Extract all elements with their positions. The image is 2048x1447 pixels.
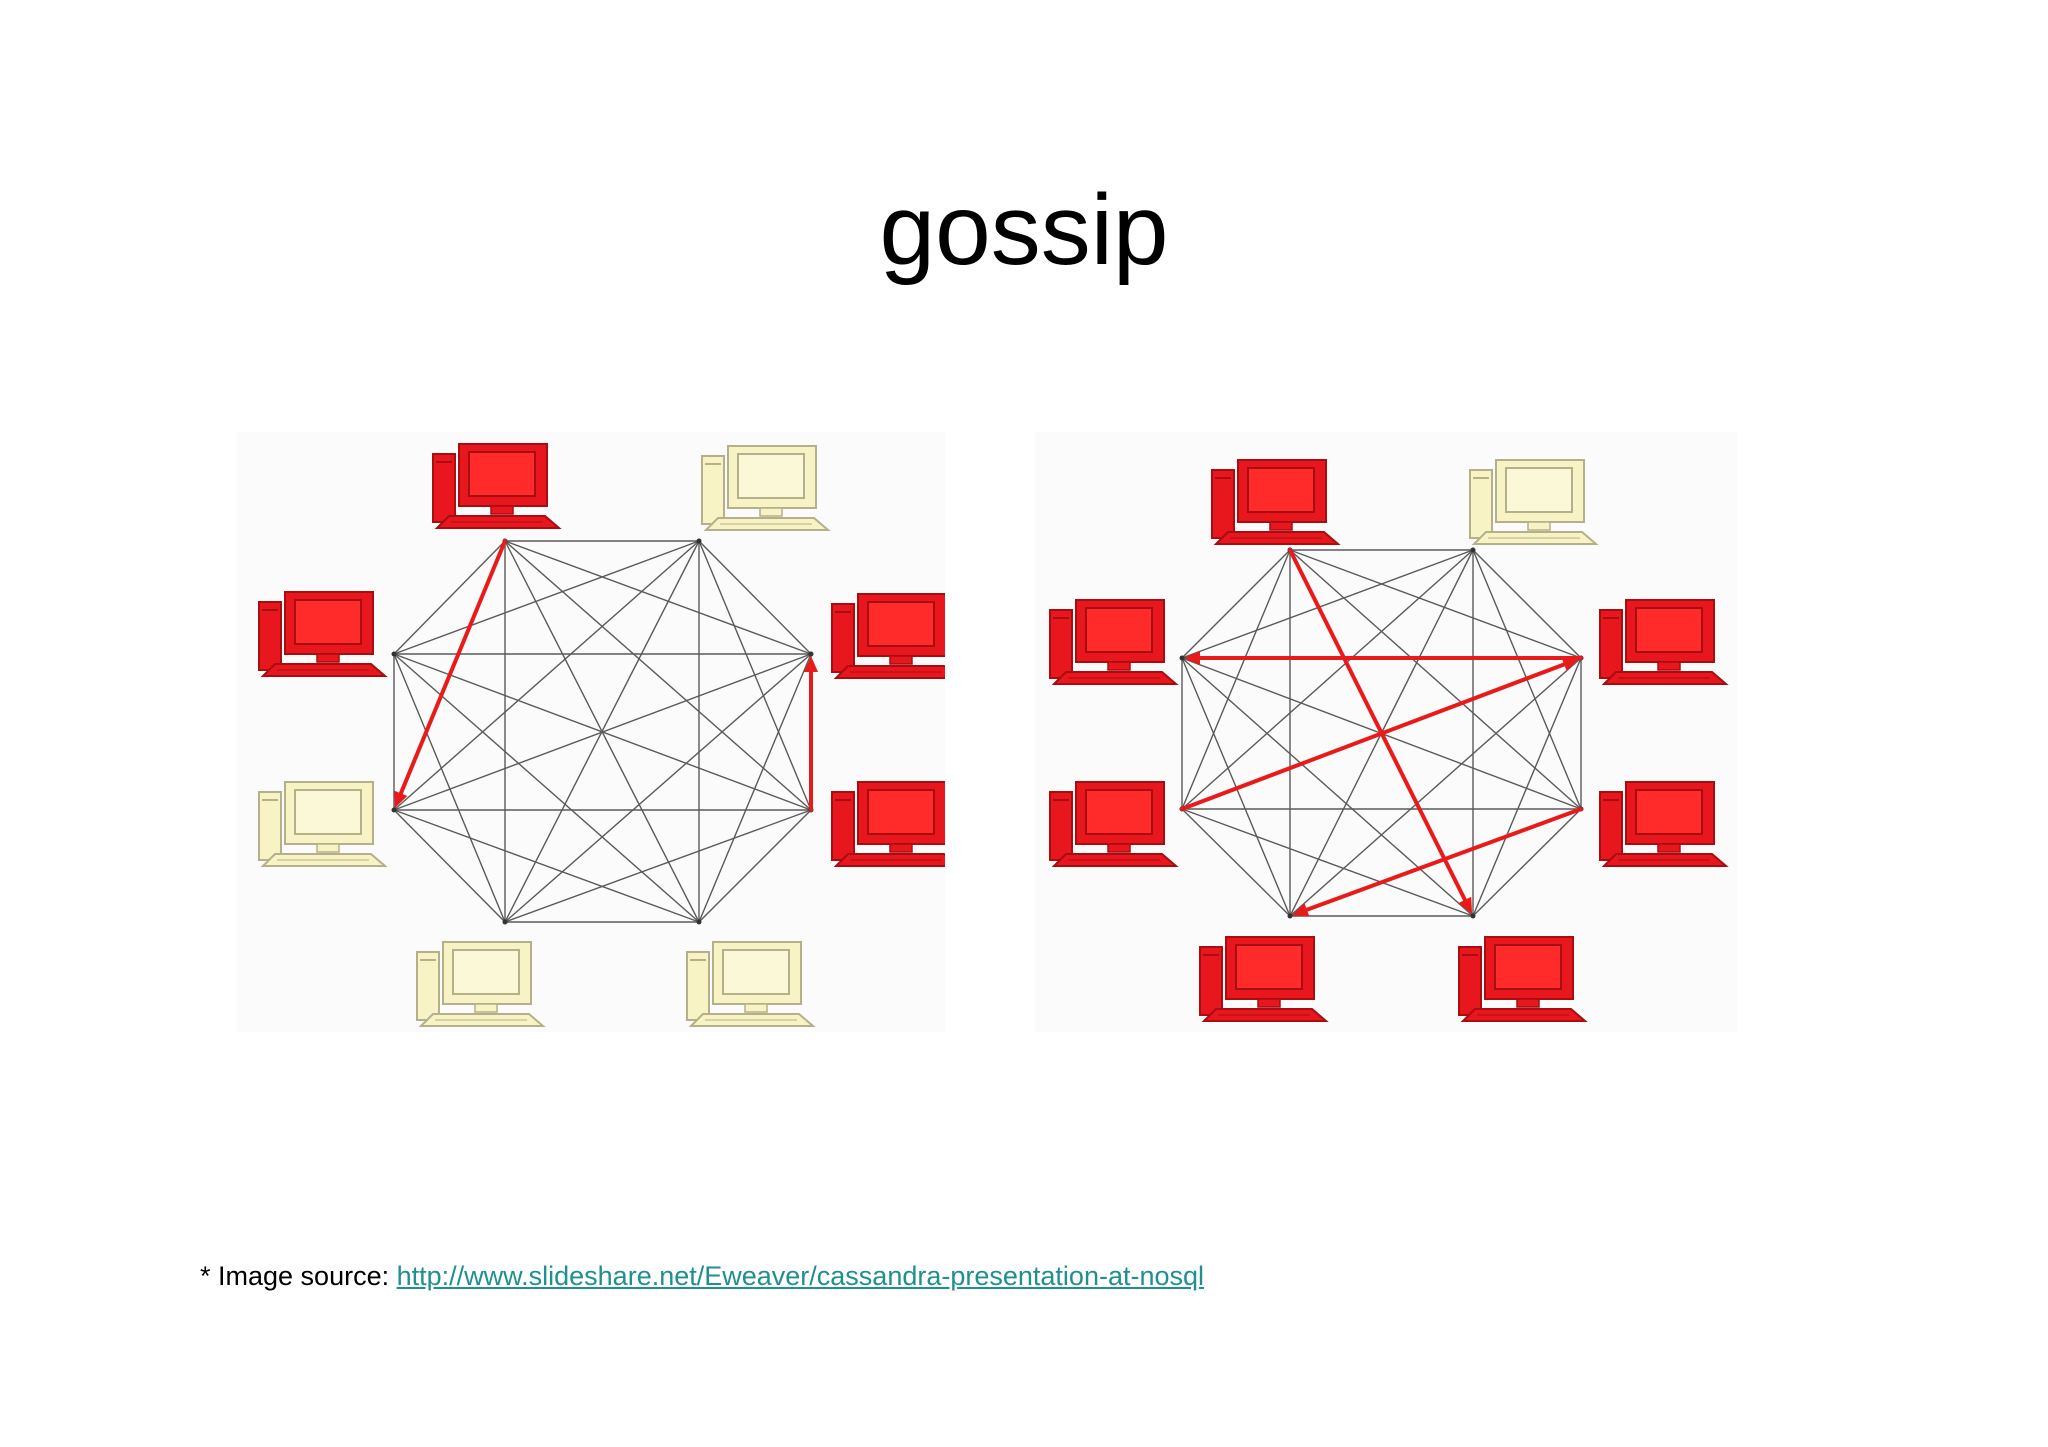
mesh-edge — [504, 540, 812, 655]
gossip-diagram-right — [1035, 432, 1737, 1032]
mesh-edge — [393, 809, 700, 923]
desktop-computer-icon-left-left-lower — [258, 591, 388, 677]
mesh-vertex — [502, 919, 508, 925]
gossip-arrow — [1301, 807, 1583, 914]
mesh-edge — [1181, 549, 1291, 659]
slide-title: gossip — [879, 174, 1169, 286]
mesh-edge — [393, 540, 506, 655]
mesh-edge — [1181, 549, 1474, 810]
gossip-arrow-head — [1458, 896, 1473, 915]
mesh-edge — [393, 653, 812, 811]
gossip-arrows-right — [1180, 548, 1583, 917]
mesh-edge — [393, 540, 700, 811]
gossip-arrow-head — [1184, 651, 1200, 665]
mesh-edge — [393, 540, 700, 655]
desktop-computer-icon-right-bottom-right — [1458, 936, 1588, 1022]
mesh-edge — [1472, 549, 1582, 659]
mesh-vertex — [1179, 655, 1185, 661]
desktop-computer-icon-right-top-left — [1211, 459, 1341, 545]
mesh-edges-left — [391, 538, 814, 925]
desktop-computer-icon-left-top-right — [701, 445, 831, 531]
gossip-arrow-head — [804, 656, 818, 672]
mesh-edge — [1181, 657, 1474, 917]
desktop-computer-icon-left-left-upper — [258, 781, 388, 867]
mesh-edge — [698, 540, 812, 655]
mesh-edge — [393, 653, 506, 923]
gossip-diagram-right-svg — [1049, 459, 1729, 1022]
gossip-arrow — [1180, 660, 1570, 811]
gossip-arrow — [1288, 548, 1469, 906]
mesh-vertex — [1470, 913, 1476, 919]
mesh-vertex — [391, 651, 397, 657]
mesh-edge — [504, 540, 812, 811]
desktop-computer-icon-right-top-right — [1469, 459, 1599, 545]
desktop-computer-icon-left-top-left — [432, 443, 562, 529]
mesh-edge — [1181, 549, 1291, 810]
mesh-edge — [698, 809, 812, 923]
image-source-link[interactable]: http://www.slideshare.net/Eweaver/cassan… — [396, 1261, 1205, 1291]
mesh-edge — [393, 653, 700, 923]
mesh-edge — [1289, 549, 1582, 659]
desktop-computer-icon-right-right-lower — [1599, 781, 1729, 867]
gossip-arrows-left — [394, 539, 818, 812]
image-source-note: * Image source: http://www.slideshare.ne… — [200, 1258, 1204, 1294]
mesh-edge — [1181, 808, 1291, 917]
mesh-vertex — [696, 538, 702, 544]
image-source-label: * Image source: — [200, 1261, 397, 1291]
mesh-edge — [504, 653, 812, 923]
mesh-edge — [504, 809, 812, 923]
mesh-edge — [1181, 549, 1474, 659]
gossip-diagram-left — [237, 432, 945, 1032]
gossip-arrow-head — [1561, 657, 1580, 671]
gossip-diagram-left-svg — [258, 443, 945, 1027]
mesh-edge — [698, 653, 812, 923]
mesh-vertex — [391, 807, 397, 813]
gossip-arrow-head — [394, 790, 408, 809]
desktop-computer-icon-right-right-upper — [1599, 599, 1729, 685]
desktop-computer-icon-right-bottom-left — [1199, 936, 1329, 1022]
gossip-arrow-head — [1291, 903, 1310, 917]
mesh-edge — [1181, 808, 1474, 917]
mesh-vertex — [1287, 913, 1293, 919]
desktop-computer-icon-left-bottom-left — [416, 941, 546, 1027]
mesh-vertex — [1470, 547, 1476, 553]
mesh-edge — [1472, 657, 1582, 917]
mesh-vertex — [696, 919, 702, 925]
mesh-edge — [1289, 549, 1582, 810]
mesh-edge — [393, 809, 506, 923]
desktop-computer-icon-right-left-lower — [1049, 599, 1179, 685]
gossip-arrow — [397, 539, 507, 800]
mesh-vertex — [808, 651, 814, 657]
mesh-edge — [1472, 808, 1582, 917]
desktop-computer-icon-right-left-upper — [1049, 781, 1179, 867]
desktop-computer-icon-left-right-upper — [831, 593, 945, 679]
desktop-computer-icon-left-bottom-right — [686, 941, 816, 1027]
mesh-edge — [1289, 657, 1582, 917]
desktop-computer-icon-left-right-lower — [831, 781, 945, 867]
